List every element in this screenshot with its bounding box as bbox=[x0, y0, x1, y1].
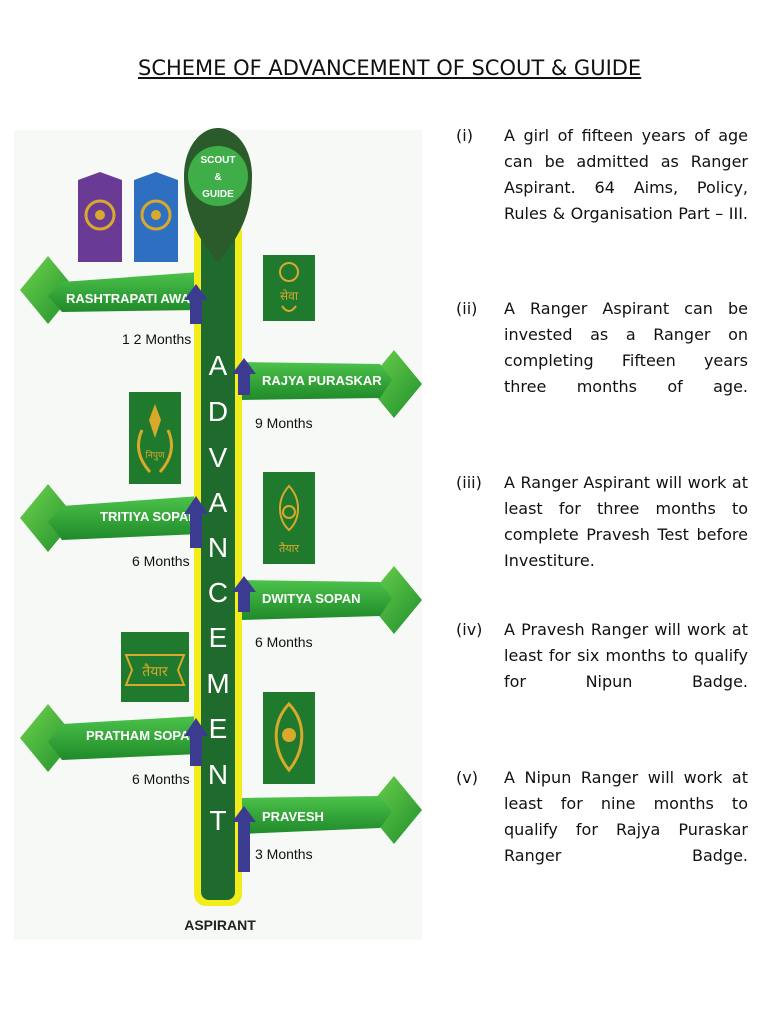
item-number: (i) bbox=[456, 126, 473, 145]
column-letter: V bbox=[209, 442, 228, 473]
progress-arrows bbox=[184, 284, 256, 872]
up-arrow-icon bbox=[232, 358, 256, 395]
step-duration-rajya: 9 Months bbox=[255, 415, 313, 431]
step-arrow-tritiya: TRITIYA SOPAN 6 Months bbox=[20, 484, 200, 569]
step-arrow-pravesh: PRAVESH 3 Months bbox=[240, 776, 422, 862]
item-number: (iv) bbox=[456, 620, 483, 639]
up-arrow-icon bbox=[184, 718, 208, 766]
item-text: A Pravesh Ranger will work at least for … bbox=[504, 620, 748, 691]
item-number: (ii) bbox=[456, 299, 478, 318]
column-letter: M bbox=[206, 668, 229, 699]
column-letter: D bbox=[208, 396, 228, 427]
column-letter: E bbox=[209, 713, 228, 744]
step-arrow-dwitya: DWITYA SOPAN 6 Months bbox=[240, 566, 422, 650]
item-text: A Ranger Aspirant will work at least for… bbox=[504, 473, 748, 570]
rajya-puraskar-badge: सेवा bbox=[263, 255, 315, 321]
step-duration-rashtrapati: 1 2 Months bbox=[122, 331, 191, 347]
step-duration-pravesh: 3 Months bbox=[255, 846, 313, 862]
badge-text: सेवा bbox=[280, 289, 299, 303]
column-letter: N bbox=[208, 532, 228, 563]
step-duration-tritiya: 6 Months bbox=[132, 553, 190, 569]
item-number: (v) bbox=[456, 768, 478, 787]
step-duration-pratham: 6 Months bbox=[132, 771, 190, 787]
column-letter: T bbox=[209, 805, 226, 836]
step-label-pravesh: PRAVESH bbox=[262, 809, 324, 824]
page-title: SCHEME OF ADVANCEMENT OF SCOUT & GUIDE bbox=[138, 56, 642, 80]
pin-text: GUIDE bbox=[202, 189, 234, 200]
scout-guide-pin: SCOUT & GUIDE bbox=[184, 128, 252, 262]
step-label-rajya: RAJYA PURASKAR bbox=[262, 373, 382, 388]
pratham-sopan-badge bbox=[263, 692, 315, 784]
up-arrow-icon bbox=[232, 576, 256, 612]
step-label-rashtrapati: RASHTRAPATI AWARD bbox=[66, 291, 209, 306]
badge-text: तैयार bbox=[279, 542, 299, 555]
dwitya-sopan-badge: तैयार bbox=[121, 632, 189, 702]
column-letter: C bbox=[208, 577, 228, 608]
step-arrow-rajya: RAJYA PURASKAR 9 Months bbox=[240, 350, 422, 431]
aspirant-label: ASPIRANT bbox=[184, 917, 256, 933]
advancement-diagram: RASHTRAPATI AWARD 1 2 Months TRITIYA SOP… bbox=[20, 128, 422, 933]
step-duration-dwitya: 6 Months bbox=[255, 634, 313, 650]
badge-text: निपुण bbox=[146, 449, 165, 461]
advancement-column bbox=[201, 226, 235, 900]
tritiya-sopan-badge: तैयार bbox=[263, 472, 315, 564]
item-text: A girl of fifteen years of age can be ad… bbox=[504, 126, 748, 223]
step-label-dwitya: DWITYA SOPAN bbox=[262, 591, 360, 606]
item-text: A Ranger Aspirant can be invested as a R… bbox=[504, 299, 748, 396]
rashtrapati-badges bbox=[78, 172, 178, 262]
pin-text: & bbox=[214, 172, 221, 183]
column-letter: A bbox=[209, 350, 228, 381]
up-arrow-icon bbox=[184, 496, 208, 548]
nipun-badge: निपुण bbox=[129, 392, 181, 484]
step-label-tritiya: TRITIYA SOPAN bbox=[100, 509, 198, 524]
up-arrow-icon bbox=[184, 284, 208, 324]
column-letter: E bbox=[209, 622, 228, 653]
pin-text: SCOUT bbox=[201, 155, 236, 166]
column-letter: A bbox=[209, 487, 228, 518]
up-arrow-icon bbox=[232, 806, 256, 872]
step-arrow-rashtrapati: RASHTRAPATI AWARD 1 2 Months bbox=[20, 256, 209, 347]
step-arrow-pratham: PRATHAM SOPAN 6 Months bbox=[20, 704, 200, 787]
item-text: A Nipun Ranger will work at least for ni… bbox=[504, 768, 748, 865]
step-label-pratham: PRATHAM SOPAN bbox=[86, 728, 199, 743]
item-number: (iii) bbox=[456, 473, 482, 492]
column-letter: N bbox=[208, 759, 228, 790]
column-letters: A D V A N C E M E N T bbox=[206, 350, 229, 836]
badge-text: तैयार bbox=[142, 663, 168, 679]
